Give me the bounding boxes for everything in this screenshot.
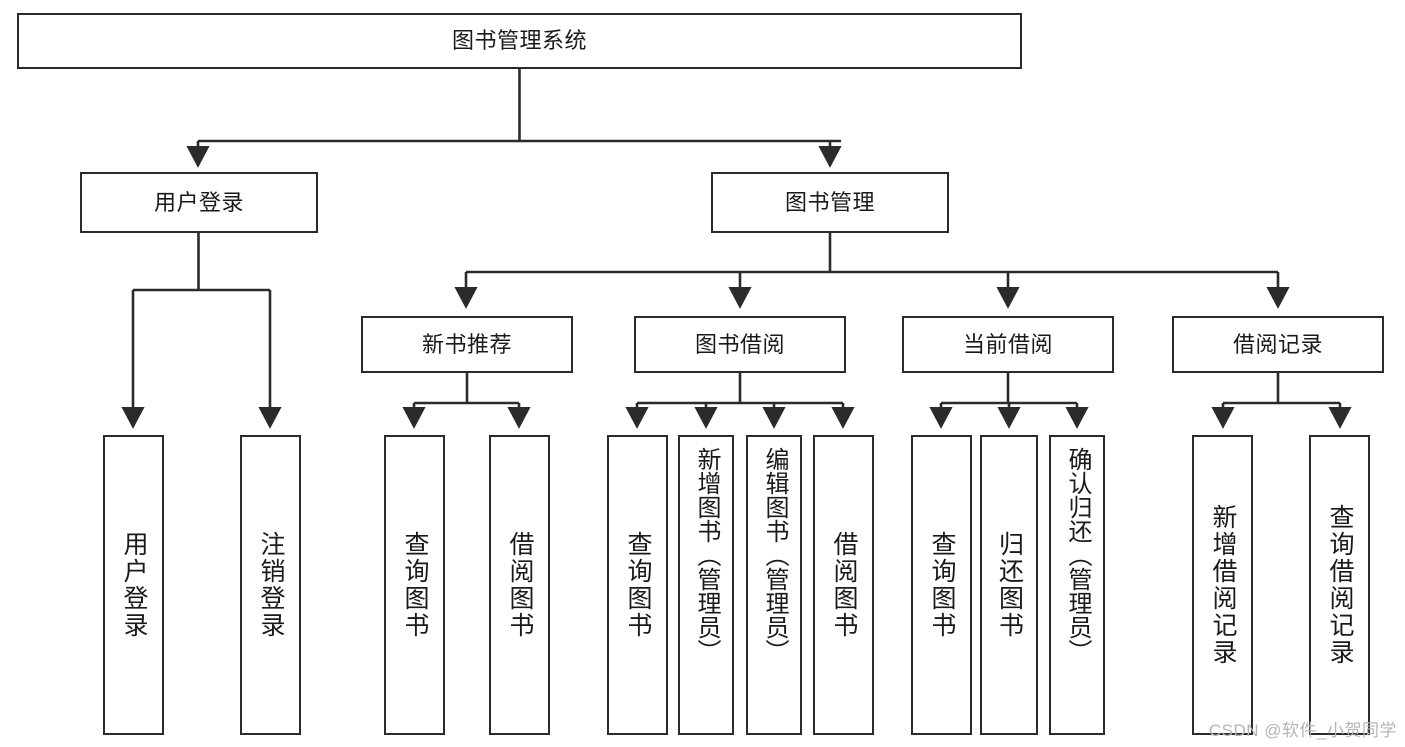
node-leaf-edit-book[interactable]: 编辑图书（管理员） xyxy=(746,435,802,735)
node-leaf-borrow-book-a[interactable]: 借阅图书 xyxy=(489,435,550,735)
node-leaf-user-login[interactable]: 用户登录 xyxy=(103,435,164,735)
node-leaf-query-book-a-label: 查询图书 xyxy=(401,531,429,639)
node-leaf-query-book-c[interactable]: 查询图书 xyxy=(911,435,972,735)
node-leaf-add-book[interactable]: 新增图书（管理员） xyxy=(678,435,734,735)
node-book-manage-label: 图书管理 xyxy=(784,189,875,215)
node-leaf-borrow-book-b-label: 借阅图书 xyxy=(830,531,858,639)
node-leaf-query-book-b-label: 查询图书 xyxy=(624,531,652,639)
node-leaf-query-record[interactable]: 查询借阅记录 xyxy=(1309,435,1370,735)
node-leaf-borrow-book-a-label: 借阅图书 xyxy=(506,531,534,639)
node-current-borrow-label: 当前借阅 xyxy=(962,331,1053,357)
node-leaf-add-record[interactable]: 新增借阅记录 xyxy=(1192,435,1253,735)
node-book-borrow-label: 图书借阅 xyxy=(694,331,785,357)
node-leaf-user-logout[interactable]: 注销登录 xyxy=(240,435,301,735)
node-leaf-confirm-return[interactable]: 确认归还（管理员） xyxy=(1049,435,1105,735)
node-leaf-return-book[interactable]: 归还图书 xyxy=(980,435,1038,735)
node-root-label: 图书管理系统 xyxy=(451,28,587,54)
node-user-login[interactable]: 用户登录 xyxy=(80,172,318,233)
node-leaf-add-book-label: 新增图书（管理员） xyxy=(693,447,720,663)
node-user-login-label: 用户登录 xyxy=(153,189,244,215)
node-leaf-query-record-label: 查询借阅记录 xyxy=(1326,504,1354,666)
node-leaf-return-book-label: 归还图书 xyxy=(995,531,1024,639)
node-leaf-add-record-label: 新增借阅记录 xyxy=(1209,504,1237,666)
node-book-manage[interactable]: 图书管理 xyxy=(711,172,949,233)
node-leaf-query-book-a[interactable]: 查询图书 xyxy=(384,435,445,735)
node-book-borrow[interactable]: 图书借阅 xyxy=(634,316,846,373)
node-borrow-record-label: 借阅记录 xyxy=(1232,331,1323,357)
csdn-watermark: CSDN @软件_小贺同学 xyxy=(1208,721,1397,740)
node-borrow-record[interactable]: 借阅记录 xyxy=(1172,316,1384,373)
node-new-book-recommend-label: 新书推荐 xyxy=(421,331,512,357)
node-leaf-query-book-c-label: 查询图书 xyxy=(928,531,956,639)
node-leaf-user-login-label: 用户登录 xyxy=(120,531,148,639)
node-leaf-borrow-book-b[interactable]: 借阅图书 xyxy=(813,435,874,735)
node-new-book-recommend[interactable]: 新书推荐 xyxy=(361,316,573,373)
node-leaf-user-logout-label: 注销登录 xyxy=(257,531,285,639)
node-leaf-query-book-b[interactable]: 查询图书 xyxy=(607,435,668,735)
node-leaf-confirm-return-label: 确认归还（管理员） xyxy=(1064,447,1091,663)
node-root[interactable]: 图书管理系统 xyxy=(17,13,1022,69)
node-leaf-edit-book-label: 编辑图书（管理员） xyxy=(761,447,788,663)
node-current-borrow[interactable]: 当前借阅 xyxy=(902,316,1114,373)
